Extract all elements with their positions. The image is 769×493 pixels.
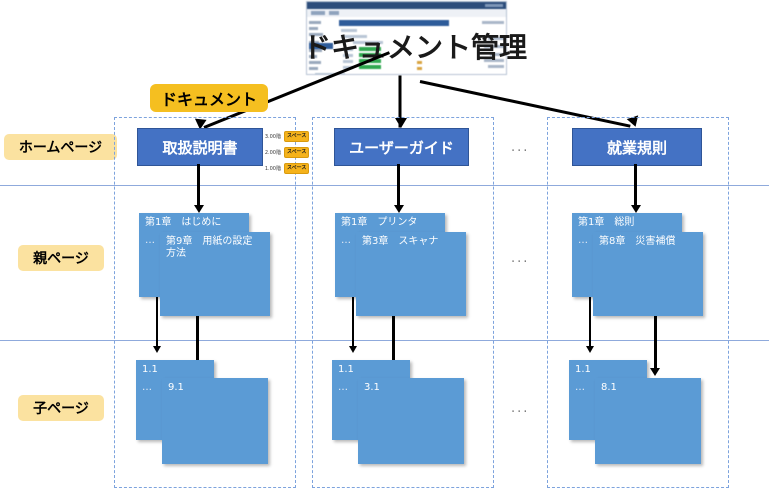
arrowhead-userguide-parent-back-to-child <box>349 346 357 353</box>
document-group-label: ドキュメント <box>150 84 268 112</box>
parent-card-workrules-front[interactable]: 第8章 災害補償 <box>593 232 703 316</box>
connector-workrules-parent-back-to-child <box>589 297 591 349</box>
connector-userguide-home-to-parent <box>397 164 400 209</box>
divider-parent-child <box>0 340 769 341</box>
column-group-userguide <box>312 117 494 488</box>
parent-card-manual-back-title: 第1章 はじめに <box>145 217 222 228</box>
parent-card-userguide-back-title: 第1章 プリンタ <box>341 217 418 228</box>
column-group-workrules <box>547 117 729 488</box>
connector-workrules-parent-front-to-child <box>654 316 657 372</box>
homepage-box-workrules[interactable]: 就業規則 <box>572 128 702 166</box>
space-badge-row-3: 3.00階 スペース <box>263 131 310 142</box>
space-badge-row-1: 1.00階 スペース <box>263 163 310 174</box>
arrowhead-manual-parent-back-to-child <box>153 346 161 353</box>
arrowhead-userguide-home-to-parent <box>394 205 404 213</box>
child-card-manual-back-dots: … <box>142 382 153 393</box>
document-group-label-text: ドキュメント <box>160 90 257 109</box>
thumbnail-body <box>307 17 506 74</box>
connector-manual-parent-back-to-child <box>156 297 158 349</box>
ellipsis-parent-row: ... <box>511 251 530 266</box>
row-label-parent: 親ページ <box>18 245 104 271</box>
space-badge-3[interactable]: スペース <box>284 131 310 142</box>
app-screenshot-thumbnail <box>306 1 507 75</box>
homepage-box-userguide-label: ユーザーガイド <box>349 138 454 157</box>
child-card-manual-front-title: 9.1 <box>168 382 184 393</box>
child-card-workrules-front-title: 8.1 <box>601 382 617 393</box>
child-card-workrules-front[interactable]: 8.1 <box>595 378 701 464</box>
row-label-homepage: ホームページ <box>4 134 117 160</box>
arrowhead-manual-home-to-parent <box>194 205 204 213</box>
parent-card-manual-front[interactable]: 第9章 用紙の設定 方法 <box>160 232 270 316</box>
connector-userguide-parent-front-to-child <box>392 316 395 372</box>
space-badge-num-1: 1.00階 <box>264 166 281 172</box>
thumbnail-table-header <box>339 20 449 26</box>
parent-card-manual-back-dots: … <box>145 235 156 246</box>
connector-userguide-parent-back-to-child <box>352 297 354 349</box>
connector-manual-home-to-parent <box>197 164 200 209</box>
thumbnail-titlebar <box>307 2 506 9</box>
child-card-userguide-front-title: 3.1 <box>364 382 380 393</box>
divider-homepage-parent <box>0 185 769 186</box>
space-badge-2[interactable]: スペース <box>284 147 310 158</box>
child-card-manual-front[interactable]: 9.1 <box>162 378 268 464</box>
parent-card-userguide-front[interactable]: 第3章 スキャナ <box>356 232 466 316</box>
child-card-manual-back-title: 1.1 <box>142 364 158 375</box>
child-card-userguide-front[interactable]: 3.1 <box>358 378 464 464</box>
arrowhead-workrules-home-to-parent <box>631 205 641 213</box>
thumbnail-sidebar <box>309 19 335 72</box>
homepage-box-userguide[interactable]: ユーザーガイド <box>334 128 469 166</box>
parent-card-workrules-back-dots: … <box>578 235 589 246</box>
parent-card-userguide-back-dots: … <box>341 235 352 246</box>
child-card-userguide-back-dots: … <box>338 382 349 393</box>
row-label-homepage-text: ホームページ <box>18 140 103 156</box>
column-group-manual <box>114 117 296 488</box>
homepage-box-manual[interactable]: 取扱説明書 <box>137 128 263 166</box>
arrowhead-workrules-parent-front-to-child <box>650 368 660 376</box>
ellipsis-child-row: ... <box>511 401 530 416</box>
space-badge-num-2: 2.00階 <box>264 150 281 156</box>
parent-card-workrules-front-title: 第8章 災害補償 <box>599 236 676 247</box>
homepage-box-workrules-label: 就業規則 <box>606 138 667 157</box>
child-card-userguide-back-title: 1.1 <box>338 364 354 375</box>
connector-workrules-home-to-parent <box>634 164 637 209</box>
child-card-workrules-back-dots: … <box>575 382 586 393</box>
row-label-child-text: 子ページ <box>33 401 89 417</box>
homepage-box-manual-label: 取扱説明書 <box>162 138 238 157</box>
row-label-child: 子ページ <box>18 395 104 421</box>
space-badge-1[interactable]: スペース <box>284 163 310 174</box>
arrowhead-title-to-userguide <box>395 118 407 128</box>
row-label-parent-text: 親ページ <box>33 251 89 267</box>
space-badge-num-3: 3.00階 <box>264 134 281 140</box>
connector-manual-parent-front-to-child <box>196 316 199 372</box>
arrowhead-workrules-parent-back-to-child <box>586 346 594 353</box>
parent-card-userguide-front-title: 第3章 スキャナ <box>362 236 439 247</box>
page-title: ドキュメント管理 <box>303 31 528 64</box>
parent-card-workrules-back-title: 第1章 総則 <box>578 217 635 228</box>
space-badge-row-2: 2.00階 スペース <box>263 147 310 158</box>
ellipsis-homepage-row: ... <box>511 140 530 155</box>
child-card-workrules-back-title: 1.1 <box>575 364 591 375</box>
parent-card-manual-front-title: 第9章 用紙の設定 方法 <box>166 236 253 259</box>
